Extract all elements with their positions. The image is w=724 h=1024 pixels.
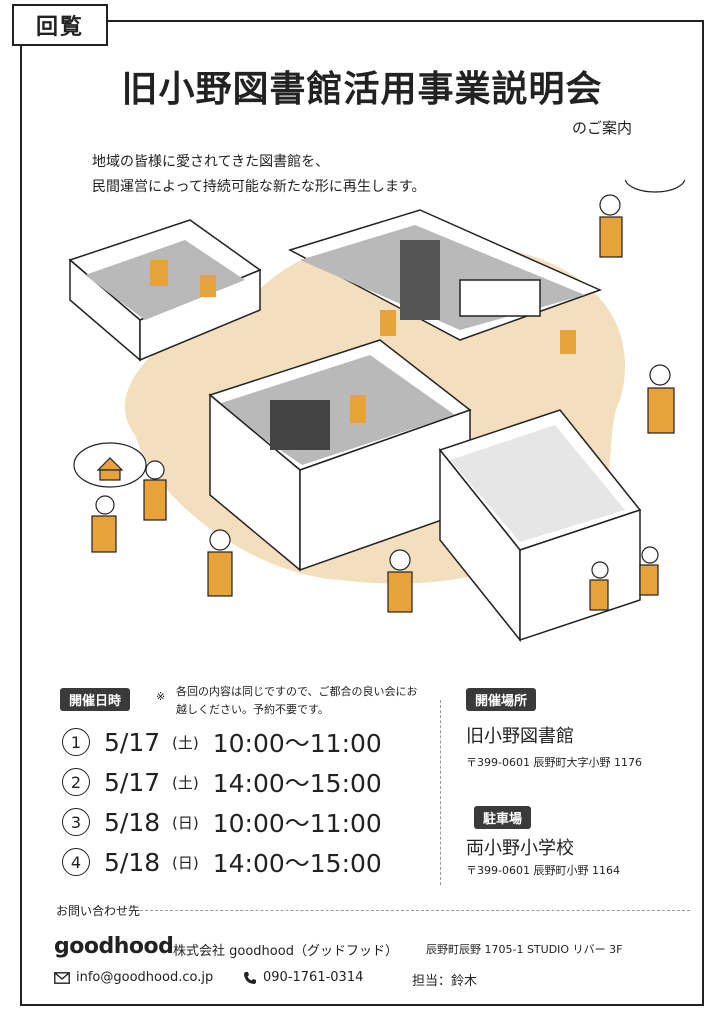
- email-address: info@goodhood.co.jp: [76, 970, 214, 985]
- page-frame: [20, 20, 704, 1006]
- schedule-note: 各回の内容は同じですので、ご都合の良い会にお越しください。予約不要です。: [176, 685, 418, 716]
- mail-icon: [54, 971, 70, 984]
- session-item: 3 5/18 (日) 10:00〜11:00: [62, 802, 382, 842]
- main-hall: [208, 339, 472, 572]
- session-time: 14:00〜15:00: [212, 769, 382, 798]
- company-logo: goodhood: [54, 934, 174, 959]
- intro-line-2: 民間運営によって持続可能な新たな形に再生します。: [92, 179, 426, 195]
- circulation-badge: 回覧: [12, 4, 108, 46]
- session-date: 5/18: [104, 807, 161, 837]
- session-list: 1 5/17 (土) 10:00〜11:00 2 5/17 (土) 14:00〜…: [62, 722, 382, 882]
- session-item: 4 5/18 (日) 14:00〜15:00: [62, 842, 382, 882]
- company-address: 辰野町辰野 1705-1 STUDIO リバー 3F: [426, 943, 623, 956]
- venue-name: 旧小野図書館: [466, 726, 574, 747]
- people-figures: [91, 194, 675, 613]
- office-room: [68, 219, 262, 362]
- person-in-charge: 担当：鈴木: [412, 974, 478, 989]
- session-date: 5/18: [104, 847, 161, 877]
- session-time: 14:00〜15:00: [212, 849, 382, 878]
- schedule-label: 開催日時: [60, 688, 131, 711]
- session-weekday: (土): [172, 773, 199, 792]
- session-weekday: (日): [172, 813, 199, 832]
- session-number: 1: [62, 728, 90, 756]
- email-contact: info@goodhood.co.jp: [54, 970, 213, 985]
- library-illustration: [68, 180, 686, 643]
- thought-cloud-icon: [624, 180, 686, 193]
- contact-divider: [140, 910, 690, 911]
- contact-label: お問い合わせ先: [56, 904, 141, 918]
- parking-address: 〒399-0601 辰野町小野 1164: [466, 864, 620, 877]
- venue-address: 〒399-0601 辰野町大字小野 1176: [466, 756, 642, 769]
- session-number: 4: [62, 848, 90, 876]
- lounge-room: [438, 409, 642, 643]
- session-item: 1 5/17 (土) 10:00〜11:00: [62, 722, 382, 762]
- session-date: 5/17: [104, 727, 161, 757]
- session-weekday: (日): [172, 853, 199, 872]
- note-mark: ※: [156, 690, 166, 703]
- session-date: 5/17: [104, 767, 161, 797]
- session-item: 2 5/17 (土) 14:00〜15:00: [62, 762, 382, 802]
- phone-contact: 090-1761-0314: [243, 970, 363, 985]
- page-subtitle: のご案内: [571, 119, 632, 137]
- intro-line-1: 地域の皆様に愛されてきた図書館を、: [92, 154, 330, 170]
- session-time: 10:00〜11:00: [212, 729, 382, 758]
- house-icon: [73, 442, 147, 488]
- session-time: 10:00〜11:00: [212, 809, 382, 838]
- company-name: 株式会社 goodhood（グッドフッド）: [173, 944, 398, 959]
- parking-label: 駐車場: [474, 806, 532, 829]
- parking-name: 両小野小学校: [466, 838, 574, 859]
- phone-icon: [244, 971, 256, 984]
- section-divider: [440, 700, 441, 885]
- intro-text: 地域の皆様に愛されてきた図書館を、 民間運営によって持続可能な新たな形に再生しま…: [92, 150, 425, 200]
- page-title: 旧小野図書館活用事業説明会: [121, 69, 603, 110]
- phone-number: 090-1761-0314: [263, 970, 364, 985]
- session-weekday: (土): [172, 733, 199, 752]
- bookstore-room: [288, 209, 603, 354]
- venue-label: 開催場所: [466, 688, 537, 711]
- session-number: 2: [62, 768, 90, 796]
- session-number: 3: [62, 808, 90, 836]
